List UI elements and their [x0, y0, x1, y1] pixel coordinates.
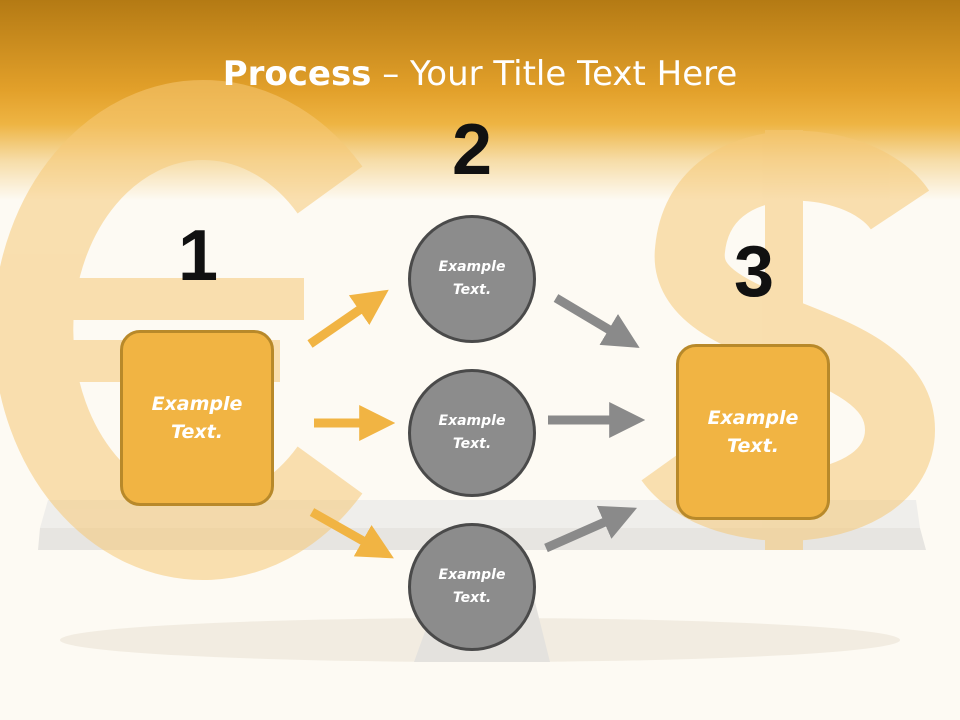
step-2-circle-middle: Example Text.	[408, 369, 536, 497]
circle-top-text: Example Text.	[438, 259, 506, 298]
step-1-text: Example Text.	[151, 393, 243, 443]
circle-middle-text: Example Text.	[438, 413, 506, 452]
step-1-box: Example Text.	[120, 330, 274, 506]
arrow-top-to-3	[553, 294, 640, 348]
title-bold: Process	[222, 54, 372, 94]
slide-title: Process – Your Title Text Here	[0, 50, 960, 98]
step-number-1: 1	[177, 216, 219, 296]
step-3-box: Example Text.	[676, 344, 830, 520]
step-number-3: 3	[733, 232, 775, 312]
step-2-circle-bottom: Example Text.	[408, 523, 536, 651]
step-number-2: 2	[451, 110, 493, 190]
title-rest: – Your Title Text Here	[371, 54, 738, 94]
arrow-bottom-to-3	[544, 505, 638, 553]
arrow-1-to-top	[307, 289, 389, 348]
step-2-circle-top: Example Text.	[408, 215, 536, 343]
circle-bottom-text: Example Text.	[438, 567, 506, 606]
step-3-text: Example Text.	[707, 407, 799, 457]
arrow-1-to-bottom	[309, 508, 394, 559]
